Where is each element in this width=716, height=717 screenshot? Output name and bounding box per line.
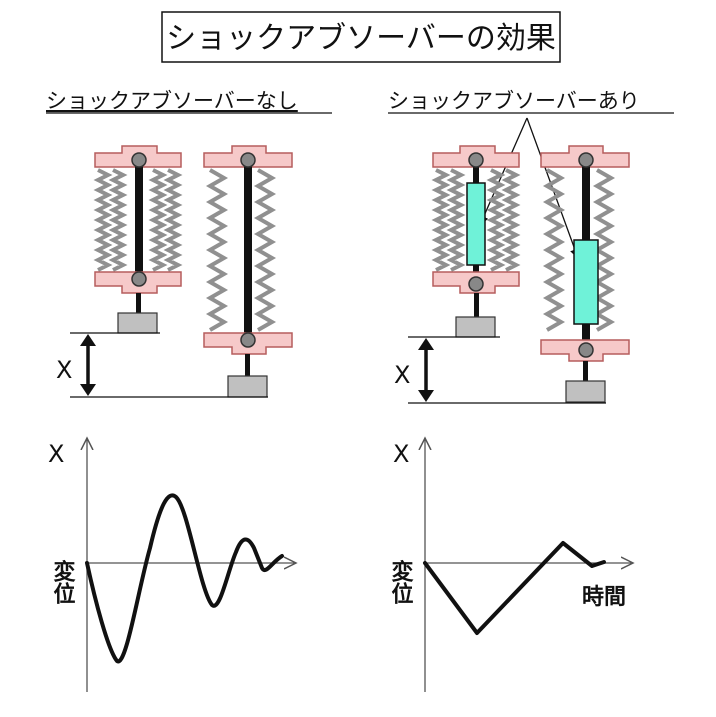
damper-assembly-extended <box>540 145 630 403</box>
spring-left-coil <box>431 168 451 272</box>
pointer-arrow-damper-1 <box>479 117 528 226</box>
spring-right-coil <box>486 168 506 272</box>
y-axis-symbol: X <box>393 440 409 468</box>
graph-without-absorber: X 変位 <box>48 438 296 692</box>
rod <box>135 160 143 282</box>
weight-block <box>565 380 606 403</box>
x-axis-label: 時間 <box>582 585 626 610</box>
spring-right-coil <box>592 168 616 332</box>
displacement-indicator-right: X <box>394 336 606 404</box>
y-axis-symbol: X <box>48 440 64 468</box>
stem <box>245 354 250 376</box>
spring-left-coil <box>542 168 566 332</box>
top-joint <box>240 152 256 168</box>
displacement-label-left: X <box>56 356 72 384</box>
heading-without-absorber: ショックアブソーバーなし <box>46 89 298 113</box>
bottom-joint <box>468 276 484 292</box>
spring-right-coil <box>253 168 277 332</box>
damper-cylinder <box>573 239 599 325</box>
heading-with-absorber: ショックアブソーバーあり <box>388 89 640 113</box>
top-joint <box>131 152 147 168</box>
stem <box>474 293 479 317</box>
stem <box>136 293 141 313</box>
spring-left-coil <box>93 168 113 272</box>
damped-curve <box>423 541 606 635</box>
spring-assembly-compressed <box>93 145 183 334</box>
damper-cylinder <box>466 182 486 266</box>
weight-block <box>227 375 268 398</box>
weight-block <box>455 316 496 338</box>
y-axis-label: 変位 <box>50 559 76 604</box>
title: ショックアブソーバーの効果 <box>166 21 556 56</box>
y-axis-label: 変位 <box>388 559 414 604</box>
spring-right-coil <box>148 168 168 272</box>
rod <box>244 160 252 340</box>
displacement-indicator-left: X <box>56 332 268 398</box>
top-joint <box>578 152 594 168</box>
damper-assembly-compressed <box>431 145 521 338</box>
top-joint <box>468 152 484 168</box>
oscillation-curve <box>85 493 284 664</box>
displacement-label-right: X <box>394 361 410 389</box>
spring-right-coil-2 <box>501 168 521 272</box>
spring-left-coil-2 <box>108 168 128 272</box>
spring-right-coil-2 <box>163 168 183 272</box>
weight-block <box>117 312 158 334</box>
stem <box>583 361 588 381</box>
bottom-joint <box>131 271 147 287</box>
bottom-joint <box>578 342 594 358</box>
title-box: ショックアブソーバーの効果 <box>161 11 561 63</box>
bottom-joint <box>240 332 256 348</box>
spring-assembly-extended <box>203 145 293 398</box>
spring-left-coil-2 <box>446 168 466 272</box>
graph-with-absorber: X 変位 時間 <box>388 438 634 692</box>
spring-left-coil <box>205 168 229 332</box>
